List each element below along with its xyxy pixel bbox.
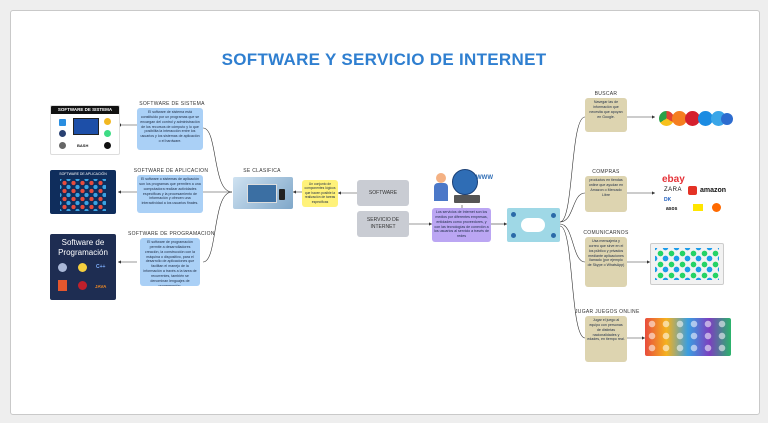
buscar-heading: BUSCAR <box>594 91 618 97</box>
python-icon <box>78 263 87 272</box>
windows-icon <box>59 119 66 126</box>
app-icons-grid <box>60 179 106 211</box>
phone-icon <box>279 189 285 200</box>
juegos-heading: JUGAR JUEGOS ONLINE <box>575 309 640 315</box>
edge-icon <box>721 113 733 125</box>
html5-icon <box>58 280 67 291</box>
cloud-services-image <box>507 208 560 242</box>
linux-icon <box>104 118 111 125</box>
ie-icon <box>698 111 713 126</box>
cpp-icon: C++ <box>96 264 106 270</box>
juegos-note: Jugar el juego al equipo con personas de… <box>585 316 627 362</box>
person-body <box>434 183 448 201</box>
node-icon-1 <box>511 212 516 217</box>
alibaba-icon <box>712 203 721 212</box>
globe-icon <box>452 169 478 195</box>
browser-icons-image <box>657 108 735 130</box>
programacion-image: Software de Programación C++ JAVA <box>50 234 116 300</box>
cloud-icon <box>521 218 545 232</box>
zara-logo: ZARA <box>664 187 683 193</box>
programacion-caption-1: Software de <box>61 238 105 247</box>
sistema-image: SOFTWARE DE SISTEMA BASH <box>50 105 120 155</box>
amazon-logo: amazon <box>700 187 727 194</box>
aplicacion-image: SOFTWARE DE APLICACIÓN <box>50 170 116 214</box>
sistema-image-caption: SOFTWARE DE SISTEMA <box>51 106 119 114</box>
www-label: WWW <box>476 175 493 181</box>
aplicacion-heading: SOFTWARE DE APLICACION <box>133 168 209 174</box>
aplicacion-image-caption: SOFTWARE DE APLICACIÓN <box>59 172 107 176</box>
node-icon-3 <box>511 233 516 238</box>
games-collage-image <box>645 318 731 356</box>
aliexpress-icon <box>688 186 697 195</box>
unix-icon <box>104 142 111 149</box>
comunicarnos-heading: COMUNICARNOS <box>583 230 629 236</box>
monitor-icon <box>73 118 99 135</box>
asos-logo: asos <box>666 206 678 212</box>
aplicacion-note: El software o sistemas de aplicación son… <box>137 175 203 213</box>
buscar-note: Navegar las de información que necesita … <box>585 98 627 132</box>
device-icon <box>454 195 480 203</box>
mercadolibre-icon <box>693 204 703 211</box>
laptop-icon <box>247 184 277 203</box>
messaging-apps-image <box>650 243 724 285</box>
android-icon <box>104 130 111 137</box>
programacion-note: El software de programación permite a de… <box>140 238 200 286</box>
apps-icons-grid <box>655 248 719 280</box>
globe-www-illustration: WWW <box>432 163 494 205</box>
fedora-icon <box>59 130 66 137</box>
node-icon-4 <box>551 233 556 238</box>
comunicarnos-note: Usa mensajería y correo que sirve en el … <box>585 237 627 287</box>
software-box: SOFTWARE <box>357 180 409 206</box>
sistema-heading: SOFTWARE DE SISTEMA <box>139 101 205 107</box>
firefox-icon <box>672 111 687 126</box>
sistema-note: El software de sistema está constituido … <box>137 108 203 150</box>
shopping-logos-image: ebay ZARA amazon DK asos <box>660 174 732 216</box>
chrome-icon <box>659 111 674 126</box>
computer-devices-image <box>233 177 293 209</box>
compras-heading: COMPRAS <box>592 169 620 175</box>
software-definition-note: Un conjunto de componentes lógicos que h… <box>302 180 338 207</box>
ebay-logo: ebay <box>662 174 685 185</box>
ruby-icon <box>78 281 87 290</box>
servicio-definition-note: Los servicios de Internet son los medios… <box>432 208 491 242</box>
bash-label: BASH <box>77 143 89 148</box>
node-icon-2 <box>551 213 556 218</box>
person-icon <box>436 173 446 183</box>
java-icon: JAVA <box>95 284 107 289</box>
servicio-internet-box: SERVICIO DE INTERNET <box>357 211 409 237</box>
games-collage-overlay <box>645 318 731 356</box>
opera-icon <box>685 111 700 126</box>
dk-logo: DK <box>664 197 672 203</box>
programacion-heading: SOFTWARE DE PROGRAMACION <box>128 231 215 237</box>
page-title: SOFTWARE Y SERVICIO DE INTERNET <box>221 50 547 69</box>
se-clasifica-label: SE CLASIFICA <box>243 168 281 174</box>
apple-icon <box>59 142 66 149</box>
compras-note: productos en tiendas online que ayudan e… <box>585 176 627 212</box>
language-icon <box>58 263 67 272</box>
programacion-caption-2: Programación <box>58 248 108 257</box>
